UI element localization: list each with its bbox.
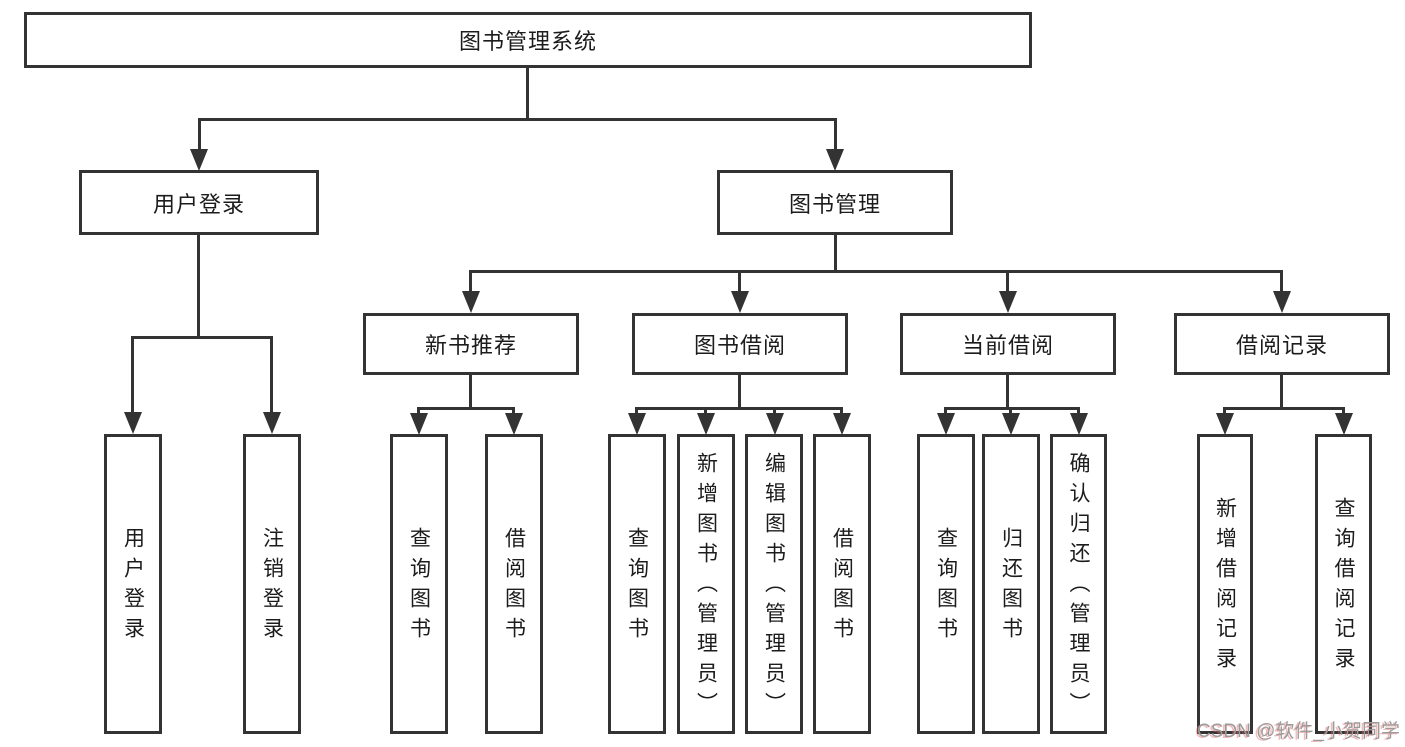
connector-bar xyxy=(1223,407,1345,410)
node-label: 借阅图书 xyxy=(830,527,854,647)
node-label: 图书管理 xyxy=(788,191,881,217)
connector-stem xyxy=(270,336,273,414)
arrow-down-icon xyxy=(1002,413,1020,435)
node-book-management: 图书管理 xyxy=(717,170,953,235)
node-label: 图书管理系统 xyxy=(458,29,597,54)
leaf-return-books: 归还图书 xyxy=(982,434,1040,734)
node-current-borrow: 当前借阅 xyxy=(900,313,1116,375)
node-label: 查询图书 xyxy=(407,527,431,647)
connector-stem xyxy=(738,270,741,293)
node-book-borrow: 图书借阅 xyxy=(632,313,848,375)
node-label: 新书推荐 xyxy=(424,333,517,358)
connector-stem xyxy=(469,375,472,407)
leaf-add-borrow-record: 新增借阅记录 xyxy=(1197,434,1253,734)
node-label: 用户登录 xyxy=(152,191,245,217)
node-label: 借阅记录 xyxy=(1235,333,1328,358)
connector-stem xyxy=(198,118,201,151)
connector-stem xyxy=(1223,407,1226,417)
node-label: 用户登录 xyxy=(121,527,145,647)
leaf-borrow-books: 借阅图书 xyxy=(813,434,871,734)
connector-userlogin-bar xyxy=(131,336,273,339)
connector-stem xyxy=(1280,375,1283,407)
connector-stem xyxy=(1342,407,1345,417)
node-label: 注销登录 xyxy=(260,527,284,647)
node-system-root: 图书管理系统 xyxy=(24,12,1032,68)
connector-stem xyxy=(834,118,837,151)
arrow-down-icon xyxy=(766,413,784,435)
connector-stem xyxy=(1280,270,1283,293)
arrow-down-icon xyxy=(410,413,428,435)
connector-stem xyxy=(1077,407,1080,417)
connector-root-bar xyxy=(198,118,837,121)
leaf-edit-books-admin: 编辑图书（管理员） xyxy=(745,434,803,734)
node-label: 确认归还（管理员） xyxy=(1067,452,1090,722)
arrow-down-icon xyxy=(190,149,208,171)
arrow-down-icon xyxy=(124,412,142,434)
arrow-down-icon xyxy=(826,149,844,171)
arrow-down-icon xyxy=(697,413,715,435)
connector-stem xyxy=(738,375,741,407)
leaf-logout: 注销登录 xyxy=(243,434,301,734)
node-new-book-recommend: 新书推荐 xyxy=(363,313,579,375)
connector-bar xyxy=(417,407,515,410)
arrow-down-icon xyxy=(1216,413,1234,435)
connector-bar xyxy=(944,407,1080,410)
node-label: 归还图书 xyxy=(999,527,1023,647)
node-user-login: 用户登录 xyxy=(79,170,319,235)
connector-stem xyxy=(635,407,638,417)
watermark: CSDN @软件_小贺同学 xyxy=(1197,721,1400,742)
arrow-down-icon xyxy=(999,291,1017,313)
connector-stem xyxy=(469,270,472,293)
arrow-down-icon xyxy=(505,413,523,435)
connector-stem xyxy=(1006,270,1009,293)
arrow-down-icon xyxy=(731,291,749,313)
arrow-down-icon xyxy=(1070,413,1088,435)
leaf-confirm-return-admin: 确认归还（管理员） xyxy=(1050,434,1107,734)
leaf-query-borrow-record: 查询借阅记录 xyxy=(1315,434,1372,734)
arrow-down-icon xyxy=(833,413,851,435)
arrow-down-icon xyxy=(1273,291,1291,313)
connector-stem xyxy=(512,407,515,417)
leaf-user-login: 用户登录 xyxy=(104,434,162,734)
connector-userlogin-stem xyxy=(197,235,200,336)
leaf-query-books-borrow: 查询图书 xyxy=(608,434,666,734)
node-label: 借阅图书 xyxy=(502,527,526,647)
connector-bar xyxy=(635,407,843,410)
node-label: 当前借阅 xyxy=(961,333,1054,358)
node-label: 图书借阅 xyxy=(693,333,786,358)
leaf-borrow-books-recommend: 借阅图书 xyxy=(485,434,543,734)
node-label: 新增图书（管理员） xyxy=(694,452,718,722)
node-label: 查询图书 xyxy=(625,527,649,647)
node-label: 新增借阅记录 xyxy=(1213,497,1237,677)
node-label: 编辑图书（管理员） xyxy=(762,452,786,722)
connector-bookmgmt-bar xyxy=(469,270,1283,273)
arrow-down-icon xyxy=(1335,413,1353,435)
leaf-query-books-current: 查询图书 xyxy=(917,434,975,734)
connector-stem xyxy=(773,407,776,417)
connector-stem xyxy=(1009,407,1012,417)
node-label: 查询借阅记录 xyxy=(1332,497,1355,677)
connector-stem xyxy=(704,407,707,417)
arrow-down-icon xyxy=(263,412,281,434)
leaf-query-books-recommend: 查询图书 xyxy=(390,434,448,734)
connector-stem xyxy=(131,336,134,414)
node-label: 查询图书 xyxy=(934,527,958,647)
connector-stem xyxy=(1006,375,1009,407)
connector-stem xyxy=(944,407,947,417)
connector-stem xyxy=(840,407,843,417)
connector-stem xyxy=(417,407,420,417)
connector-root-stem xyxy=(526,68,529,118)
arrow-down-icon xyxy=(937,413,955,435)
node-borrow-records: 借阅记录 xyxy=(1174,313,1390,375)
leaf-add-books-admin: 新增图书（管理员） xyxy=(677,434,735,734)
arrow-down-icon xyxy=(628,413,646,435)
connector-bookmgmt-stem xyxy=(834,235,837,270)
arrow-down-icon xyxy=(462,291,480,313)
